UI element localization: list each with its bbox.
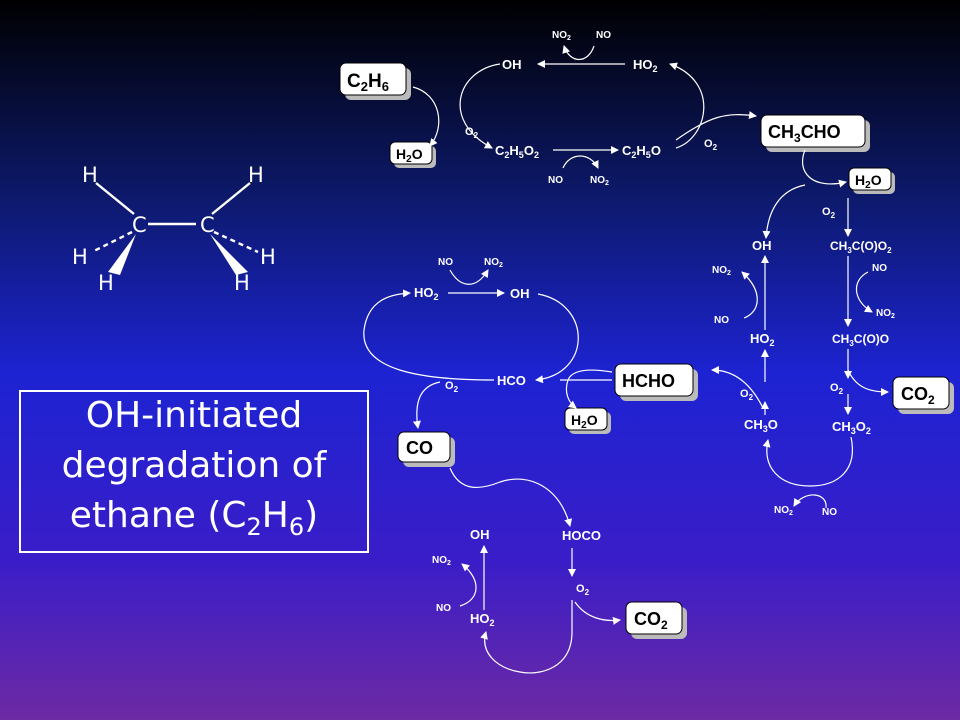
o2-label: O2 xyxy=(465,126,479,140)
ethane-structure: C C H H H H H H xyxy=(72,163,276,295)
c-h-hashed-bond xyxy=(91,230,133,254)
no-label: NO xyxy=(714,315,729,326)
carbon-atom-right: C xyxy=(200,213,215,237)
species-c2h6-label: C2H6 xyxy=(347,71,389,94)
species-box-ch3cho: CH3CHO xyxy=(760,114,870,152)
o2-label: O2 xyxy=(445,380,459,394)
ch3o2-label: CH3O2 xyxy=(832,419,871,436)
no2-label: NO2 xyxy=(876,308,895,320)
no2-label: NO2 xyxy=(432,555,451,567)
ho2-label: HO2 xyxy=(414,285,439,302)
c-h-wedge-bond xyxy=(108,234,136,275)
cycle-acetaldehyde-oxidation: OH CH3C(O)O2 O2 NO2 NO NO NO2 HO2 CH3C(O… xyxy=(711,149,895,518)
oh-label: OH xyxy=(470,527,490,542)
c2h5o-label: C2H5O xyxy=(622,143,661,160)
species-h2o-label: H2O xyxy=(855,172,882,191)
c-h-wedge-bond xyxy=(210,234,248,275)
no-label: NO xyxy=(872,263,887,274)
ch3o-label: CH3O xyxy=(744,417,778,434)
ho2-label: HO2 xyxy=(750,331,775,348)
species-box-h2o-2: H2O xyxy=(848,167,895,194)
o2-label: O2 xyxy=(740,388,754,402)
o2-label: O2 xyxy=(704,138,718,152)
no2-label: NO2 xyxy=(774,505,793,517)
ch3coo-label: CH3C(O)O xyxy=(832,332,889,348)
c2h5o2-label: C2H5O2 xyxy=(495,143,539,160)
c-h-bond xyxy=(95,182,135,215)
no2-label: NO2 xyxy=(552,30,571,42)
species-box-hcho: HCHO xyxy=(614,363,698,401)
o2-label: O2 xyxy=(576,583,590,597)
no-label: NO xyxy=(822,507,837,518)
no-label: NO xyxy=(596,30,611,41)
species-co-label: CO xyxy=(406,438,433,458)
hydrogen-atom: H xyxy=(72,245,88,269)
species-co2-label: CO2 xyxy=(634,609,668,632)
species-box-co2-right: CO2 xyxy=(892,376,954,414)
hydrogen-atom: H xyxy=(248,163,264,187)
species-ch3cho-label: CH3CHO xyxy=(768,122,841,145)
c-h-hashed-bond xyxy=(213,230,259,254)
cycle-formaldehyde-oxidation: HO2 OH NO NO2 O2 HCO xyxy=(363,257,613,429)
ho2-label: HO2 xyxy=(470,611,495,628)
no2-label: NO2 xyxy=(590,175,609,187)
species-hcho-label: HCHO xyxy=(622,371,675,391)
hydrogen-atom: H xyxy=(82,163,98,187)
no-label: NO xyxy=(548,175,563,186)
hydrogen-atom: H xyxy=(234,271,250,295)
species-box-h2o-3: H2O xyxy=(564,407,611,434)
no-label: NO xyxy=(436,603,451,614)
title-line-1: OH-initiated xyxy=(85,394,303,436)
cycle-ethane-oxidation: OH HO2 NO2 NO O2 C2H5O2 C2H5O NO NO2 O2 xyxy=(412,30,757,187)
species-box-h2o-1: H2O xyxy=(389,141,436,168)
title-line-3: ethane (C2H6) xyxy=(69,494,319,542)
ch3coo2-label: CH3C(O)O2 xyxy=(830,239,892,255)
ho2-label: HO2 xyxy=(633,57,658,74)
oh-label: OH xyxy=(502,57,522,72)
no2-label: NO2 xyxy=(484,257,503,269)
hydrogen-atom: H xyxy=(260,245,276,269)
species-box-co: CO xyxy=(397,431,455,467)
title-box: OH-initiated degradation of ethane (C2H6… xyxy=(19,390,369,553)
species-co2-label: CO2 xyxy=(901,384,935,407)
hco-label: HCO xyxy=(497,373,526,388)
oh-label: OH xyxy=(510,286,530,301)
no-label: NO xyxy=(438,257,453,268)
species-box-c2h6: C2H6 xyxy=(339,62,411,100)
oh-label: OH xyxy=(752,238,772,253)
species-h2o-label: H2O xyxy=(396,146,423,165)
species-box-co2-bottom: CO2 xyxy=(625,601,687,639)
o2-label: O2 xyxy=(830,382,844,396)
hydrogen-atom: H xyxy=(98,271,114,295)
c-h-bond xyxy=(211,182,251,215)
hoco-label: HOCO xyxy=(562,528,601,543)
no2-label: NO2 xyxy=(712,265,731,277)
species-h2o-label: H2O xyxy=(571,412,598,431)
cycle-co-oxidation: OH HOCO NO2 NO O2 HO2 xyxy=(432,467,621,674)
carbon-atom-left: C xyxy=(132,213,147,237)
o2-label: O2 xyxy=(822,206,836,220)
title-line-2: degradation of xyxy=(61,444,327,486)
